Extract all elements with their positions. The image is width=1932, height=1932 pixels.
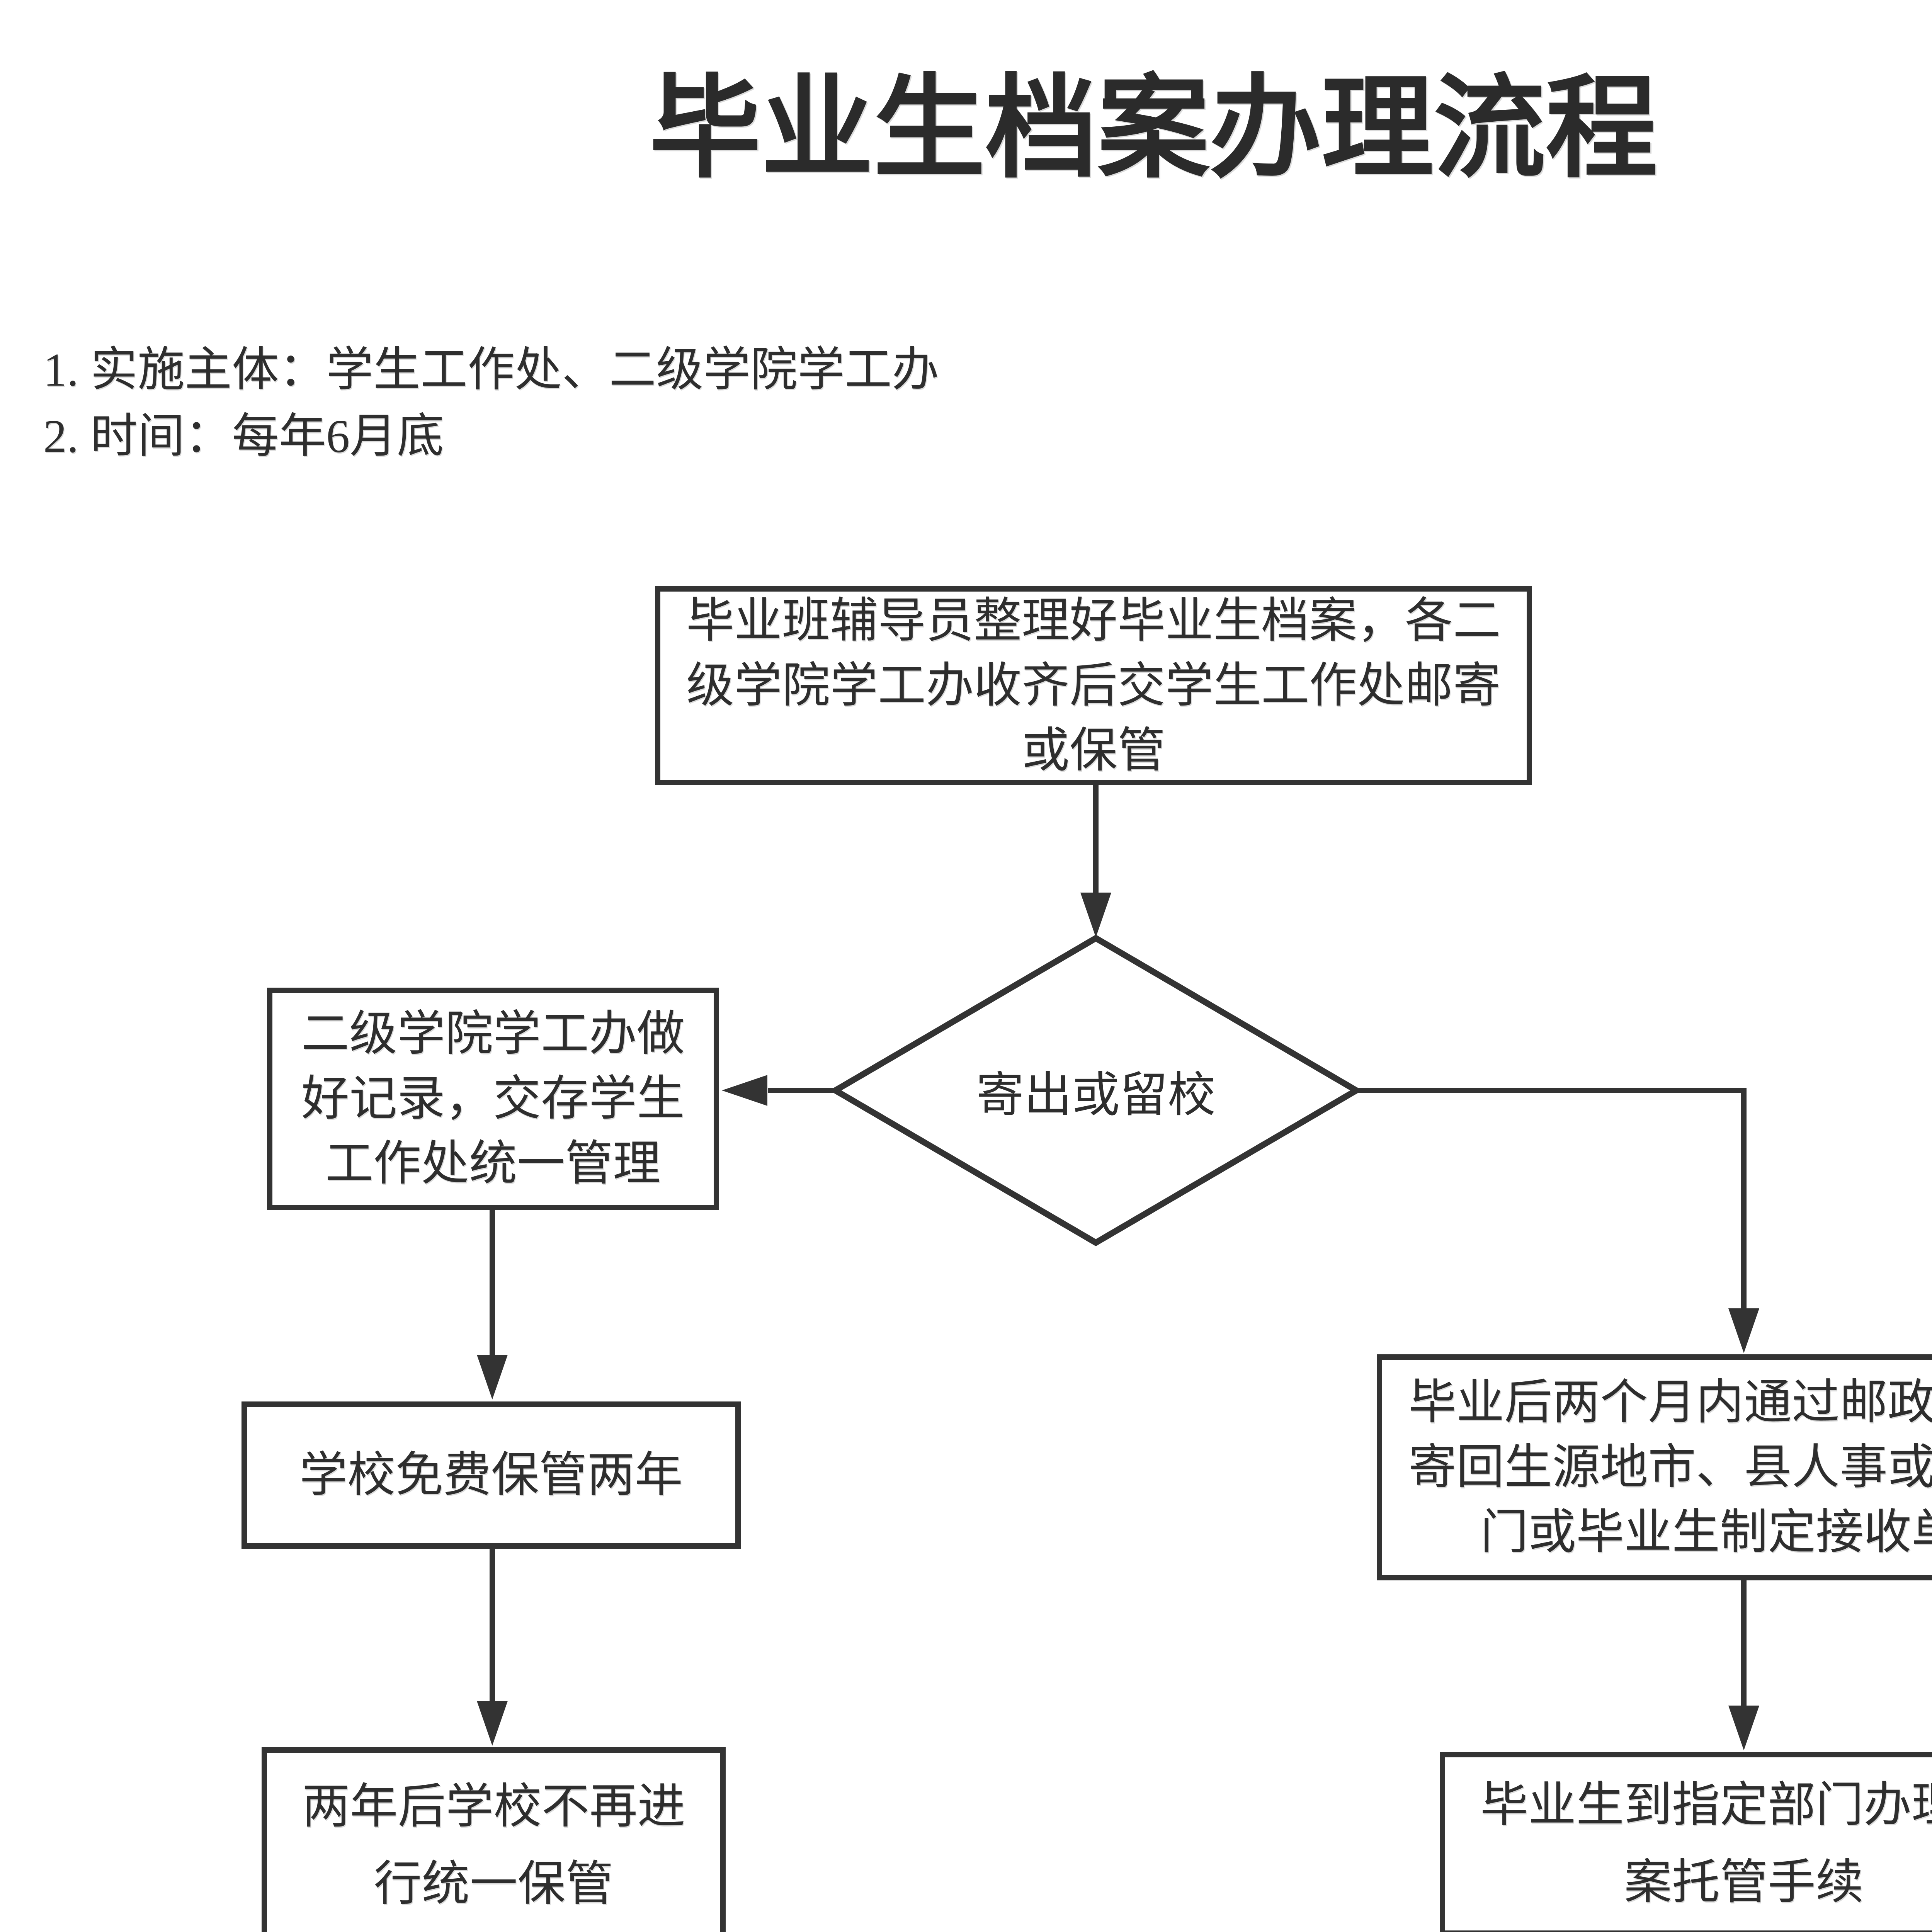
arrow-record-to-keep-head	[477, 1355, 508, 1400]
note-time: 2. 时间：每年6月底	[43, 410, 444, 463]
page-title: 毕业生档案办理流程	[649, 67, 1658, 191]
node-text-line: 门或毕业生制定接收单位	[1480, 1505, 1932, 1559]
arrow-decision-to-record-head	[722, 1075, 767, 1106]
arrow-decision-to-mail-line	[1356, 1088, 1747, 1311]
node-text-line: 二级学院学工办做	[301, 1007, 685, 1060]
arrow-mail-to-trusteeship-head	[1728, 1706, 1759, 1750]
node-archive-trusteeship: 毕业生到指定部门办理档 案托管手续	[1440, 1752, 1932, 1932]
node-text-line: 毕业后两个月内通过邮政部门邮	[1408, 1376, 1932, 1429]
node-record-and-store: 二级学院学工办做 好记录，交存学生 工作处统一管理	[267, 988, 719, 1210]
node-text-line: 好记录，交存学生	[301, 1072, 685, 1125]
node-text-line: 行统一保管	[374, 1857, 614, 1910]
node-text-line: 级学院学工办收齐后交学生工作处邮寄	[686, 659, 1501, 712]
node-collect-archives: 毕业班辅导员整理好毕业生档案，各二 级学院学工办收齐后交学生工作处邮寄 或保管	[655, 586, 1532, 785]
arrow-collect-to-decision-head	[1080, 893, 1111, 937]
note-implementer: 1. 实施主体：学生工作处、二级学院学工办	[43, 344, 939, 396]
node-text-line: 学校免费保管两年	[299, 1448, 683, 1502]
node-text-line: 毕业班辅导员整理好毕业生档案，各二	[686, 594, 1501, 647]
arrow-keep-to-nokeep-head	[477, 1701, 508, 1746]
node-no-longer-keep: 两年后学校不再进 行统一保管	[262, 1747, 726, 1932]
arrow-decision-to-mail-head	[1728, 1308, 1759, 1353]
notes-block: 1. 实施主体：学生工作处、二级学院学工办 2. 时间：每年6月底	[43, 337, 939, 470]
node-keep-two-years: 学校免费保管两年	[242, 1401, 741, 1549]
node-decision-mail-or-stay: 寄出或留校	[976, 1069, 1216, 1122]
node-text-line: 或保管	[1021, 724, 1165, 777]
node-text-line: 两年后学校不再进	[302, 1780, 685, 1833]
node-text-line: 案托管手续	[1624, 1856, 1864, 1909]
node-text-line: 毕业生到指定部门办理档	[1480, 1779, 1932, 1832]
node-text-line: 工作处统一管理	[325, 1137, 661, 1190]
decision-diamond-shape	[829, 934, 1362, 1247]
node-text-line: 寄回生源地市、县人事或社保部	[1408, 1440, 1932, 1494]
node-mail-back-to-origin: 毕业后两个月内通过邮政部门邮 寄回生源地市、县人事或社保部 门或毕业生制定接收单…	[1377, 1354, 1932, 1580]
